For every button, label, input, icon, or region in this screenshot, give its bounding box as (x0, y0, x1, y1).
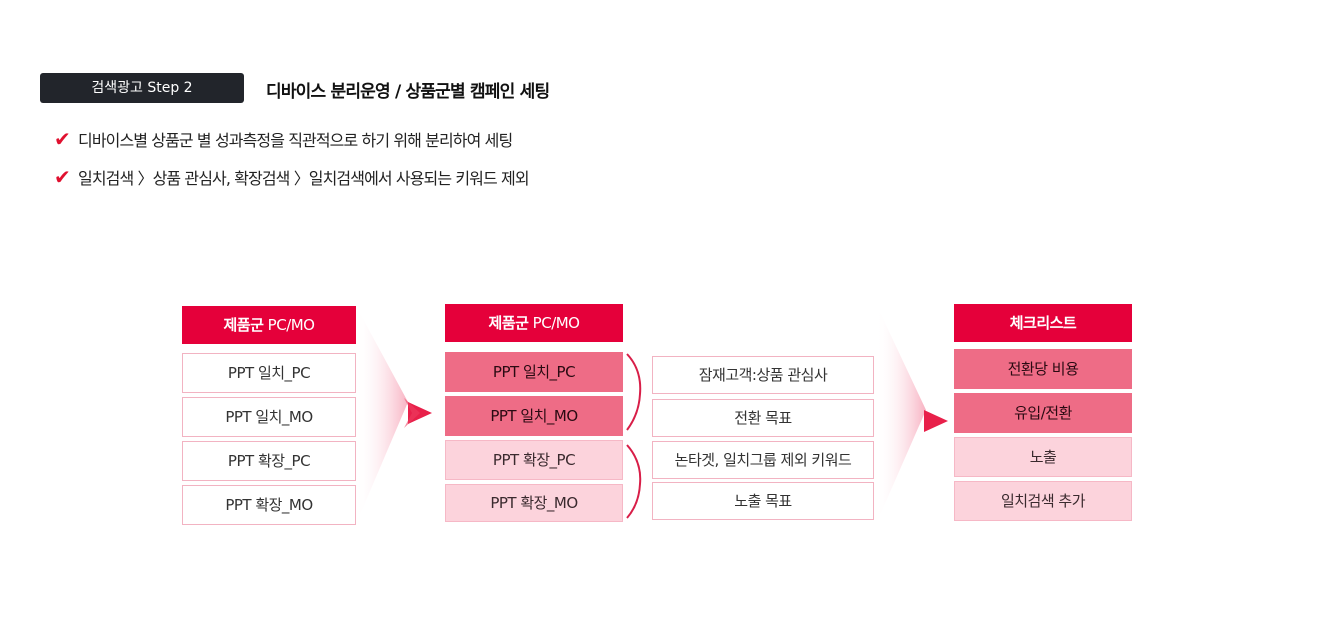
bullet-text: 일치검색 〉상품 관심사, 확장검색 〉일치검색에서 사용되는 키워드 제외 (78, 169, 530, 188)
col2-item: PPT 확장_PC (445, 440, 623, 480)
col3-item: 노출 목표 (652, 482, 874, 520)
col3-item: 논타겟, 일치그룹 제외 키워드 (652, 441, 874, 479)
col3-item: 전환 목표 (652, 399, 874, 437)
col2-item: PPT 확장_MO (445, 484, 623, 522)
col2-header-bold: 제품군 (488, 314, 529, 332)
page-title: 디바이스 분리운영 / 상품군별 캠페인 세팅 (266, 82, 550, 102)
bullet-item: ✔ 디바이스별 상품군 별 성과측정을 직관적으로 하기 위해 분리하여 세팅 (54, 127, 513, 151)
col1-item: PPT 일치_MO (182, 397, 356, 437)
col1-header: 제품군 PC/MO (182, 306, 356, 344)
col1-header-light: PC/MO (267, 316, 315, 334)
step-badge: 검색광고 Step 2 (40, 73, 244, 103)
col2-header: 제품군 PC/MO (445, 304, 623, 342)
bullet-text: 디바이스별 상품군 별 성과측정을 직관적으로 하기 위해 분리하여 세팅 (78, 131, 513, 150)
col2-header-light: PC/MO (532, 314, 580, 332)
col2-item: PPT 일치_MO (445, 396, 623, 436)
check-icon: ✔ (54, 165, 71, 189)
checklist-item: 일치검색 추가 (954, 481, 1132, 521)
checklist-item: 전환당 비용 (954, 349, 1132, 389)
col3-item: 잠재고객:상품 관심사 (652, 356, 874, 394)
check-icon: ✔ (54, 127, 71, 151)
col1-header-bold: 제품군 (223, 316, 264, 334)
checklist-header: 체크리스트 (954, 304, 1132, 342)
bullet-item: ✔ 일치검색 〉상품 관심사, 확장검색 〉일치검색에서 사용되는 키워드 제외 (54, 165, 530, 189)
col1-item: PPT 확장_MO (182, 485, 356, 525)
checklist-item: 노출 (954, 437, 1132, 477)
checklist-item: 유입/전환 (954, 393, 1132, 433)
col1-item: PPT 확장_PC (182, 441, 356, 481)
col2-item: PPT 일치_PC (445, 352, 623, 392)
col1-item: PPT 일치_PC (182, 353, 356, 393)
